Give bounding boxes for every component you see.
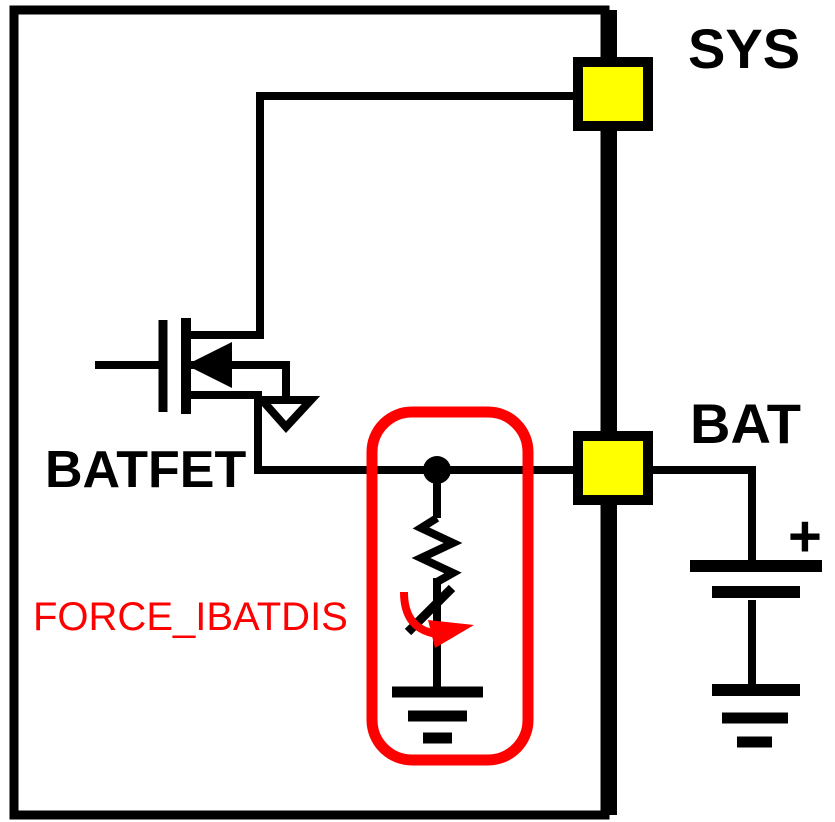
- ic-boundary-rect: [9, 5, 610, 820]
- resistor-zigzag-symbol: [411, 514, 463, 586]
- sys-pin-label: SYS: [688, 17, 800, 80]
- wire-drain-to-sys: [185, 92, 582, 339]
- battery-positive-label: +: [788, 504, 822, 569]
- force-ibatdis-label: FORCE_IBATDIS: [33, 595, 348, 639]
- batfet-mosfet-symbol: [158, 318, 288, 414]
- sys-pin-square[interactable]: [573, 57, 653, 131]
- force-ibatdis-ground-symbol: [392, 686, 483, 744]
- adjustable-arrow-icon: [400, 591, 474, 648]
- substrate-down-triangle-icon: [253, 396, 321, 433]
- force-ibatdis-highlight-box: [366, 406, 534, 766]
- mosfet-body-arrow-icon: [186, 342, 232, 388]
- batfet-label: BATFET: [45, 441, 246, 499]
- adjustable-arrowhead: [428, 620, 474, 648]
- bat-pin-label: BAT: [690, 392, 801, 455]
- battery-symbol: [690, 560, 822, 696]
- wire-bat-to-battery: [648, 466, 756, 566]
- bat-pin-square[interactable]: [573, 431, 653, 505]
- battery-ground-symbol: [722, 712, 788, 748]
- bat-node-junction-dot: [423, 456, 451, 484]
